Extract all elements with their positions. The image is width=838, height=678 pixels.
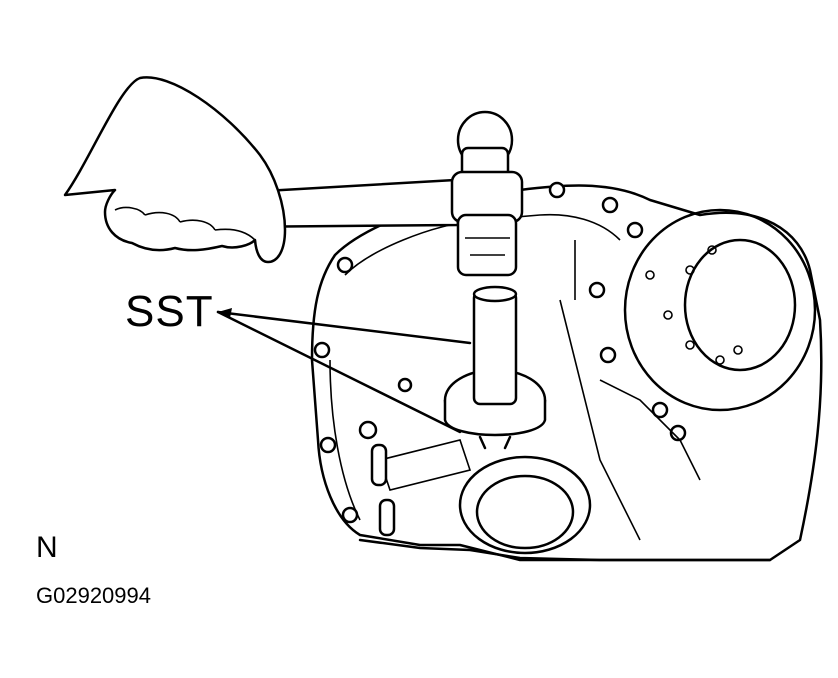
view-letter: N — [36, 531, 58, 564]
hand-icon — [63, 76, 287, 264]
figure-id: G02920994 — [36, 583, 151, 608]
sst-leader-lines — [216, 308, 472, 434]
transaxle-case-icon — [310, 181, 823, 562]
sst-callout-label: SST — [125, 287, 214, 336]
sst-tool-icon — [443, 285, 547, 450]
